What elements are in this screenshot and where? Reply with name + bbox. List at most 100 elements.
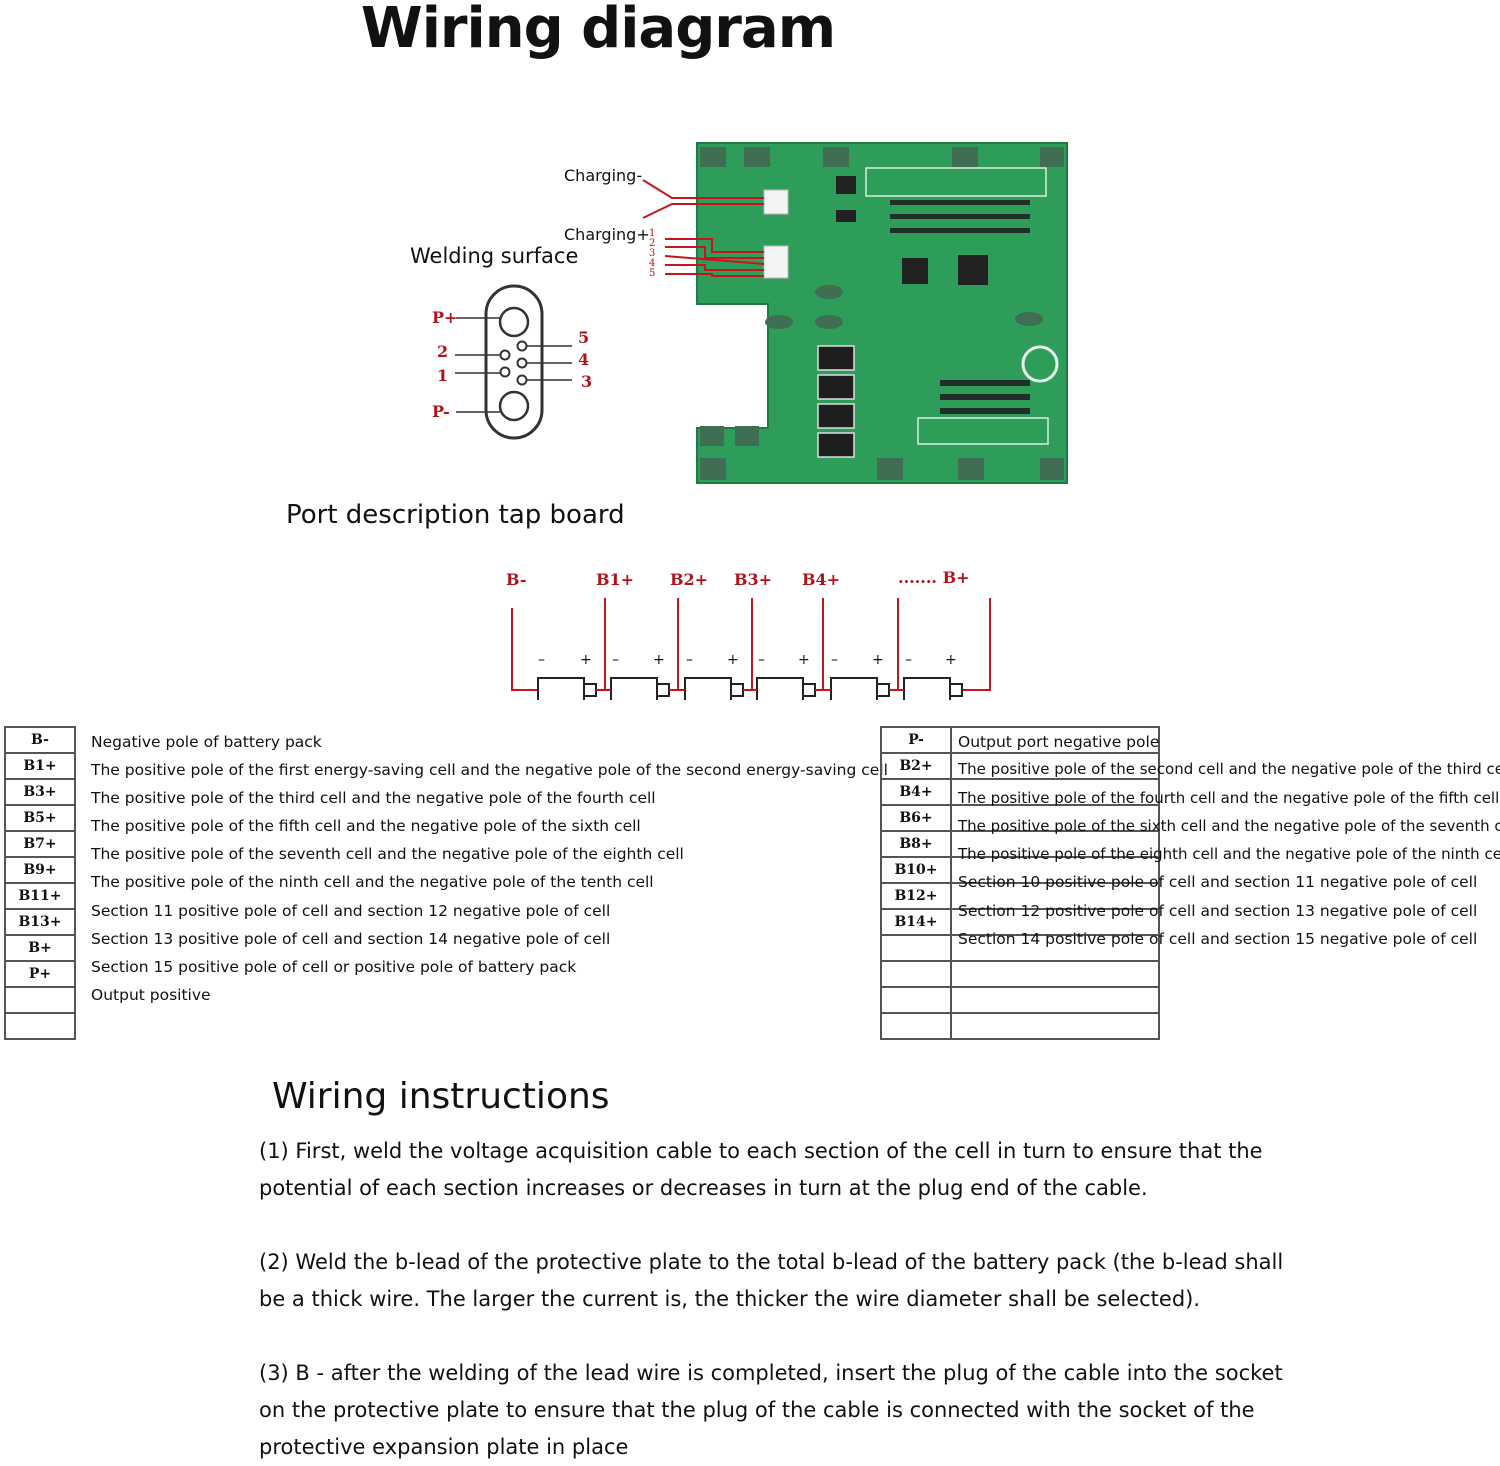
port-code [880,1012,952,1040]
cell-minus-sign: – [686,652,693,668]
table-row: B14+ [880,908,1160,936]
p-minus-label: P- [432,402,450,421]
cell-minus-sign: – [831,652,838,668]
port-code: B4+ [880,778,952,806]
table-row: B4+ [880,778,1160,806]
port-code: B13+ [4,908,76,936]
table-row: B13+ [4,908,76,936]
port-code: B11+ [4,882,76,910]
port-description: Section 14 positive pole of cell and sec… [958,930,1478,948]
chip [902,258,928,284]
port-code: B5+ [4,804,76,832]
tap-board-heading: Port description tap board [286,500,625,530]
right-port-table: P- B2+ B4+ B6+ B8+ B10+ B12+ B14+ [880,726,1160,1040]
table-row [880,934,1160,962]
port-description: The positive pole of the seventh cell an… [91,845,684,863]
pin-2-label: 2 [437,342,449,361]
port-description: Section 11 positive pole of cell and sec… [91,902,611,920]
tap-label-b2: B2+ [670,570,709,589]
port-code: P- [880,726,952,754]
port-description: The positive pole of the fourth cell and… [958,789,1500,807]
port-description: Section 12 positive pole of cell and sec… [958,902,1478,920]
tap-label-b-minus: B- [506,570,527,589]
tap-label-b3: B3+ [734,570,773,589]
table-row: B+ [4,934,76,962]
table-row: B10+ [880,856,1160,884]
cell-plus-sign: + [580,652,592,668]
cell-plus-sign: + [945,652,957,668]
tap-label-b1: B1+ [596,570,635,589]
pin-numbers: 1 2 3 4 5 [649,228,656,279]
table-row: B9+ [4,856,76,884]
port-description: The positive pole of the fifth cell and … [91,817,641,835]
table-row: B6+ [880,804,1160,832]
port-description: The positive pole of the second cell and… [958,760,1500,778]
port-description: Negative pole of battery pack [91,733,322,751]
pin-3-label: 3 [581,372,593,391]
table-row [880,960,1160,988]
pcb-pads [700,147,1064,480]
pin-1-label: 1 [437,366,449,385]
port-description: The positive pole of the first energy-sa… [91,761,888,779]
left-port-table: B- B1+ B3+ B5+ B7+ B9+ B11+ B13+ B+ P+ [4,726,76,1040]
port-code: B3+ [4,778,76,806]
balance-wires [664,238,765,277]
instruction-step: (3) B - after the welding of the lead wi… [259,1361,1283,1459]
table-row [880,986,1160,1014]
cell-minus-sign: – [758,652,765,668]
table-row [4,1012,76,1040]
page-title: Wiring diagram [360,0,836,61]
port-description: The positive pole of the ninth cell and … [91,873,654,891]
port-description: Section 13 positive pole of cell and sec… [91,930,611,948]
instruction-step: (1) First, weld the voltage acquisition … [259,1139,1263,1200]
port-code: B2+ [880,752,952,780]
instruction-step: (2) Weld the b-lead of the protective pl… [259,1250,1284,1311]
port-description: The positive pole of the third cell and … [91,789,656,807]
tap-label-b4: B4+ [802,570,841,589]
pin-4-label: 4 [578,350,590,369]
cell-plus-sign: + [798,652,810,668]
charging-wires [642,179,764,219]
table-row: B11+ [4,882,76,910]
port-code: B10+ [880,856,952,884]
table-row: B- [4,726,76,754]
welding-surface-label: Welding surface [410,244,579,268]
port-code: B7+ [4,830,76,858]
p-plus-label: P+ [432,308,458,327]
port-code: B9+ [4,856,76,884]
table-row: B12+ [880,882,1160,910]
charging-connector [763,189,789,215]
charging-minus-label: Charging- [564,166,643,185]
cell-minus-sign: – [905,652,912,668]
table-row: B3+ [4,778,76,806]
port-code: B1+ [4,752,76,780]
port-description: Output positive [91,986,211,1004]
cell-minus-sign: – [538,652,545,668]
instructions-heading: Wiring instructions [272,1076,610,1117]
port-code: B6+ [880,804,952,832]
logo-icon [1021,345,1059,383]
port-code: B- [4,726,76,754]
port-code [880,960,952,988]
port-code: B14+ [880,908,952,936]
table-row: B5+ [4,804,76,832]
pcb-wiring-diagram [455,142,1068,700]
balance-connector [763,245,789,279]
port-code: B+ [4,934,76,962]
port-description: The positive pole of the sixth cell and … [958,817,1500,835]
table-row: P+ [4,960,76,988]
port-code [4,1012,76,1040]
port-description: Section 15 positive pole of cell or posi… [91,958,577,976]
charging-plus-label: Charging+ [564,225,650,244]
tap-label-b-plus: ....... B+ [898,568,970,587]
cell-plus-sign: + [727,652,739,668]
cell-plus-sign: + [653,652,665,668]
table-row [4,986,76,1014]
table-row: P- [880,726,1160,754]
cell-minus-sign: – [612,652,619,668]
port-code [880,934,952,962]
port-code: B12+ [880,882,952,910]
port-code: P+ [4,960,76,988]
cell-plus-sign: + [872,652,884,668]
port-code [4,986,76,1014]
